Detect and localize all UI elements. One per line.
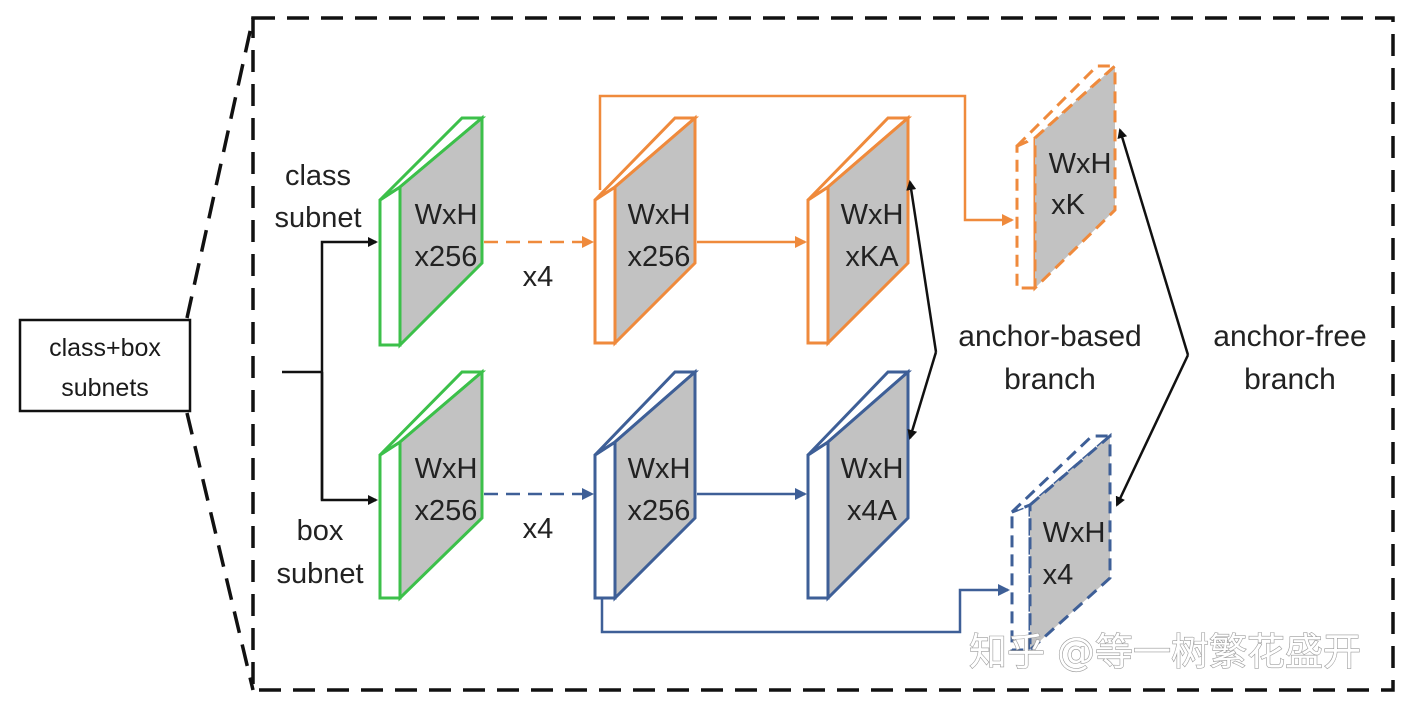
- left-box-label-line2: subnets: [61, 374, 149, 402]
- box-out-label-line2: x4A: [847, 495, 898, 527]
- box-input-label-line1: WxH: [415, 453, 478, 485]
- class-input-label-line2: x256: [415, 241, 478, 273]
- anchor-based-label-line2: branch: [1004, 363, 1096, 396]
- box-anchor-free-connector: [600, 584, 1010, 634]
- box-anchor-based-output: WxH x4A: [806, 368, 912, 602]
- class-out-label-line1: WxH: [841, 199, 904, 231]
- class-out-label-line2: xKA: [845, 241, 899, 273]
- left-box-label-line1: class+box: [49, 334, 161, 362]
- box-subnet-hidden-feature: WxH x256: [593, 368, 699, 602]
- class-anchor-free-output: WxH xK: [1015, 62, 1119, 292]
- anchor-based-label-line1: anchor-based: [958, 320, 1141, 353]
- box-mid-label-line1: WxH: [628, 453, 691, 485]
- class-anchor-based-output: WxH xKA: [806, 114, 913, 347]
- box-anchor-free-output: WxH x4: [1010, 432, 1115, 654]
- box-free-label-line2: x4: [1043, 559, 1074, 591]
- class-subnet-label-line2: subnet: [274, 202, 361, 234]
- anchor-based-branch-bracket: [906, 180, 938, 440]
- box-free-label-line1: WxH: [1043, 517, 1106, 549]
- class-subnet-input-feature: WxH x256: [378, 114, 487, 349]
- watermark-text: 知乎 @等一树繁花盛开: [969, 630, 1361, 674]
- class-subnet-hidden-feature: WxH x256: [593, 114, 700, 347]
- class-box-subnets-box: class+box subnets: [18, 318, 192, 413]
- input-split-connector: [282, 237, 378, 505]
- box-mid-label-line2: x256: [628, 495, 691, 527]
- class-subnet-label-line1: class: [285, 160, 351, 192]
- box-subnet-label-line1: box: [297, 515, 344, 547]
- anchor-free-label-line1: anchor-free: [1213, 320, 1366, 353]
- subnet-detail-frame: [251, 16, 1395, 692]
- class-free-label-line1: WxH: [1049, 148, 1112, 180]
- class-mid-label-line2: x256: [628, 241, 691, 273]
- anchor-free-label-line2: branch: [1244, 363, 1336, 396]
- box-out-label-line1: WxH: [841, 453, 904, 485]
- class-input-label-line1: WxH: [415, 199, 478, 231]
- class-free-label-line2: xK: [1051, 189, 1086, 221]
- box-repeat-label: x4: [523, 513, 554, 545]
- class-anchor-free-connector: [598, 94, 1014, 226]
- class-mid-label-line1: WxH: [628, 199, 691, 231]
- zoom-lines: [185, 17, 255, 691]
- anchor-free-branch-bracket: [1115, 128, 1190, 507]
- box-subnet-label-line2: subnet: [276, 558, 363, 590]
- class-repeat-label: x4: [523, 261, 554, 293]
- box-input-label-line2: x256: [415, 495, 478, 527]
- box-subnet-input-feature: WxH x256: [378, 368, 487, 602]
